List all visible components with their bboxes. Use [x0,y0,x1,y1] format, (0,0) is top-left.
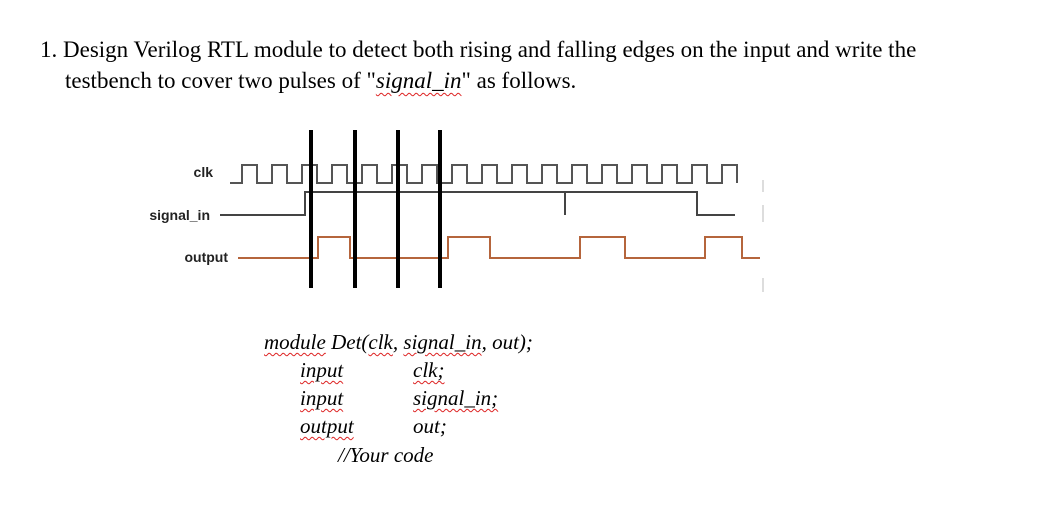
code-input-name: clk; [413,358,445,382]
code-module-line: module Det(clk, signal_in, out); [264,330,533,354]
marker-line [309,130,313,288]
marker-line [438,130,442,288]
code-output-name: out; [413,414,447,438]
code-input-keyword: input [300,386,344,410]
question-text: 1. Design Verilog RTL module to detect b… [40,34,1040,96]
clk-waveform [230,164,738,184]
code-output-keyword: output [300,414,354,438]
question-line-2: testbench to cover two pulses of "signal… [65,68,577,93]
clk-label: clk [194,164,214,180]
output-waveform [238,236,760,259]
question-line-1: 1. Design Verilog RTL module to detect b… [40,37,917,62]
output-label: output [184,249,228,265]
code-comment: //Your code [338,443,434,467]
signal-in-label: signal_in [149,207,210,223]
code-input-keyword: input [300,358,344,382]
marker-line [353,130,357,288]
code-input-name: signal_in; [413,386,499,410]
signal-in-reference: signal_in [375,68,462,93]
marker-line [396,130,400,288]
signal-in-waveform [220,191,735,216]
